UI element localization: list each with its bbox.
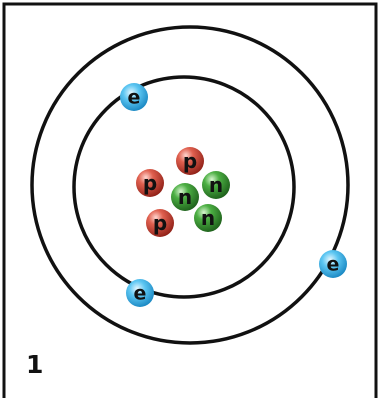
electron-particle-symbol: e (128, 86, 141, 108)
neutron-particle-sphere (202, 171, 230, 199)
neutron-particle: n (171, 183, 199, 211)
panel-number-label: 1 (26, 350, 44, 379)
proton-particle-sphere (146, 209, 174, 237)
proton-particle: p (176, 147, 204, 175)
neutron-particle: n (194, 204, 222, 232)
neutron-particle-sphere (194, 204, 222, 232)
neutron-particle-symbol: n (178, 185, 192, 209)
proton-particle: p (146, 209, 174, 237)
electron-particle-sphere (126, 279, 154, 307)
proton-particle-symbol: p (153, 211, 167, 235)
electron-particle: e (126, 279, 154, 307)
electrons: e e e (120, 83, 347, 307)
panel-frame (2, 2, 378, 398)
electron-particle-symbol: e (327, 253, 340, 275)
proton-particle-sphere (176, 147, 204, 175)
electron-particle: e (319, 250, 347, 278)
electron-particle: e (120, 83, 148, 111)
neutron-particle-sphere (171, 183, 199, 211)
neutron-particle-symbol: n (209, 173, 223, 197)
electron-particle-symbol: e (134, 282, 147, 304)
proton-particle-sphere (136, 169, 164, 197)
electron-particle-sphere (319, 250, 347, 278)
proton-particle-symbol: p (143, 171, 157, 195)
outer-orbit (30, 25, 350, 345)
neutron-particle: n (202, 171, 230, 199)
neutron-particle-symbol: n (201, 206, 215, 230)
electron-particle-sphere (120, 83, 148, 111)
proton-particle-symbol: p (183, 149, 197, 173)
proton-particle: p (136, 169, 164, 197)
inner-orbit (72, 75, 296, 299)
